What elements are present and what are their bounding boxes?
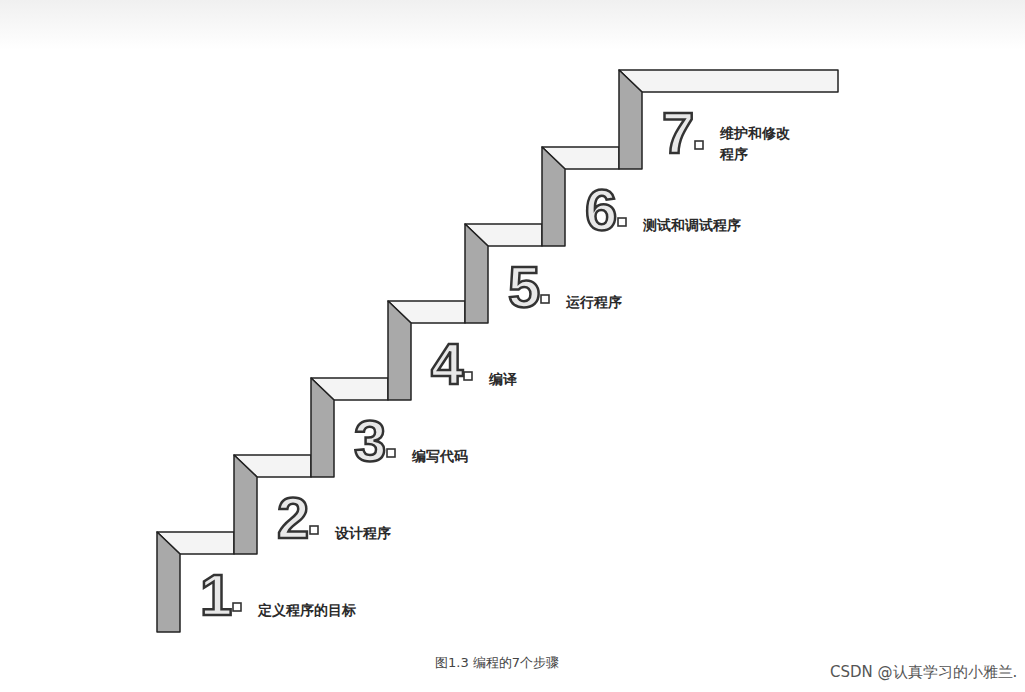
stair-tread — [619, 70, 838, 92]
stair-riser — [234, 455, 257, 554]
top-band — [0, 0, 1025, 50]
step-label: 编译 — [489, 369, 517, 390]
stairs — [157, 70, 838, 632]
stair-riser — [311, 378, 334, 477]
step-label: 设计程序 — [335, 523, 391, 544]
stair-riser — [157, 532, 180, 632]
step-number: 6 — [585, 181, 617, 239]
step-number: 1 — [200, 566, 232, 624]
step-number: 3 — [354, 412, 386, 470]
figure-caption: 图1.3 编程的7个步骤 — [435, 654, 559, 672]
step-label: 定义程序的目标 — [258, 600, 356, 621]
step-label: 维护和修改 程序 — [720, 123, 798, 165]
step-label: 运行程序 — [566, 292, 622, 313]
step-label: 编写代码 — [412, 446, 468, 467]
bullet-square — [310, 526, 318, 534]
bullet-square — [233, 603, 241, 611]
stair-riser — [542, 147, 565, 246]
bullet-square — [387, 449, 395, 457]
bullet-square — [618, 218, 626, 226]
bullet-squares — [233, 141, 703, 611]
bullet-square — [695, 141, 703, 149]
bullet-square — [541, 295, 549, 303]
stair-riser — [465, 224, 488, 323]
watermark: CSDN @认真学习的小雅兰. — [830, 663, 1017, 682]
step-label: 测试和调试程序 — [643, 215, 741, 236]
step-number: 7 — [662, 104, 694, 162]
step-number: 4 — [431, 335, 463, 393]
step-number: 2 — [277, 489, 309, 547]
bullet-square — [464, 372, 472, 380]
step-number: 5 — [508, 258, 540, 316]
stair-riser — [619, 70, 642, 169]
stair-riser — [388, 301, 411, 400]
